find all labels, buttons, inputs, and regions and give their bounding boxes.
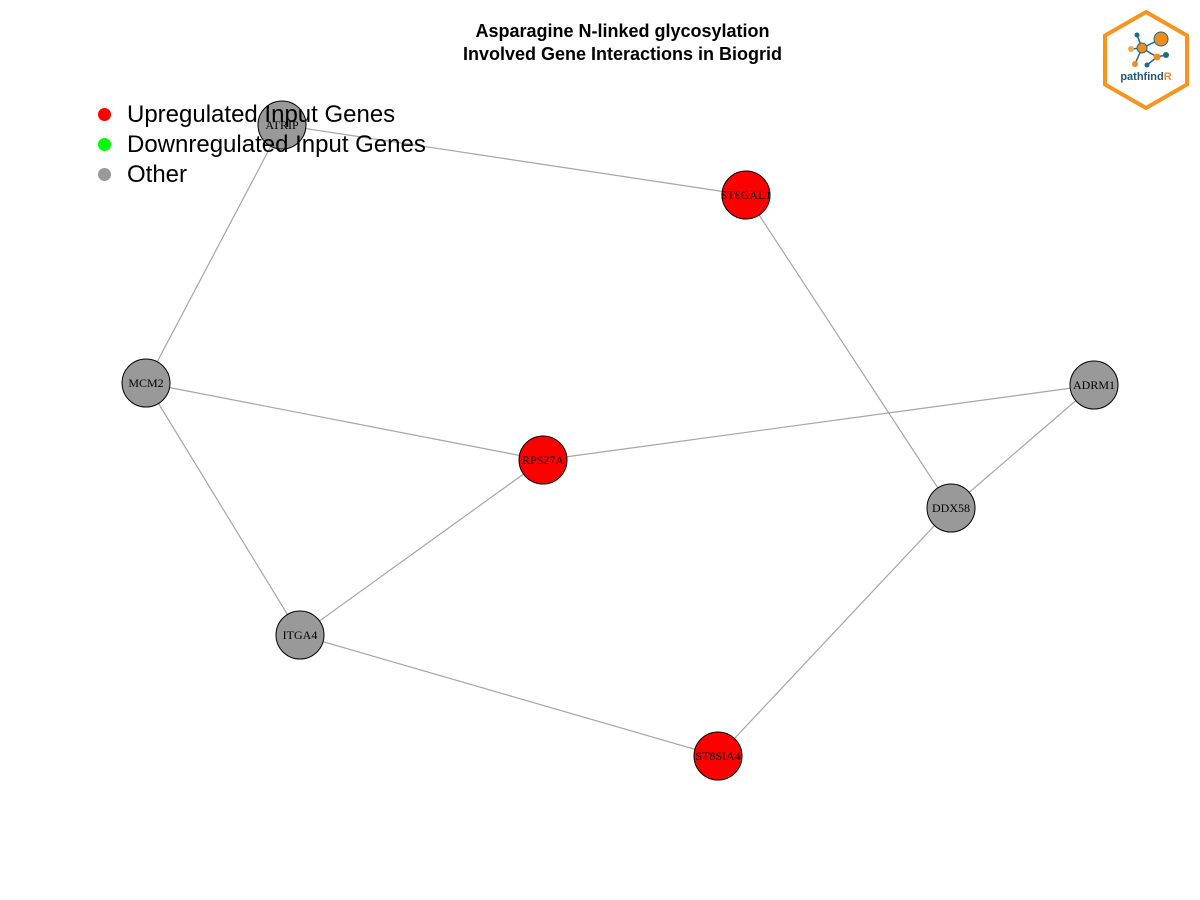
node-label-mcm2: MCM2 (128, 376, 163, 390)
node-circle-adrm1 (1069, 360, 1119, 410)
edge-mcm2-rps27a (145, 382, 544, 461)
legend-item-downregulated: Downregulated Input Genes (96, 130, 426, 160)
edges-layer (145, 124, 1095, 757)
legend-dot-downregulated (98, 138, 111, 151)
edge-rps27a-itga4 (299, 459, 544, 636)
edge-adrm1-ddx58 (950, 384, 1095, 509)
node-ddx58: DDX58 (926, 483, 976, 533)
node-rps27a: RPS27A (518, 435, 568, 485)
pathfindr-logo: pathfindR (1101, 9, 1191, 111)
node-label-st8sia4: ST8SIA4 (695, 749, 740, 763)
title-line-1: Asparagine N-linked glycosylation (475, 21, 770, 41)
legend-item-upregulated: Upregulated Input Genes (96, 100, 426, 130)
node-adrm1: ADRM1 (1069, 360, 1119, 410)
legend-label-other: Other (127, 161, 188, 188)
legend-label-upregulated: Upregulated Input Genes (127, 101, 396, 128)
legend-dot-upregulated (98, 108, 111, 121)
node-label-atrip: ATRIP (265, 118, 299, 132)
node-label-rps27a: RPS27A (522, 453, 564, 467)
node-circle-atrip (257, 100, 307, 150)
logo-wordmark: pathfindR (1101, 71, 1191, 83)
edge-atrip-mcm2 (145, 124, 283, 384)
edge-atrip-st6gal1 (281, 124, 747, 196)
node-label-st6gal1: ST6GAL1 (721, 188, 772, 202)
node-label-itga4: ITGA4 (283, 628, 318, 642)
node-circle-ddx58 (926, 483, 976, 533)
node-st6gal1: ST6GAL1 (721, 170, 772, 220)
edge-st6gal1-ddx58 (745, 194, 952, 509)
node-mcm2: MCM2 (121, 358, 171, 408)
legend-dot-other (98, 168, 111, 181)
node-itga4: ITGA4 (275, 610, 325, 660)
logo-hexagon-icon (1103, 9, 1189, 111)
node-circle-rps27a (518, 435, 568, 485)
node-circle-st8sia4 (693, 731, 743, 781)
node-circle-itga4 (275, 610, 325, 660)
chart-title: Asparagine N-linked glycosylation Involv… (0, 20, 1200, 66)
node-label-adrm1: ADRM1 (1073, 378, 1115, 392)
edge-itga4-st8sia4 (299, 634, 719, 757)
legend-item-other: Other (96, 160, 426, 190)
legend-label-downregulated: Downregulated Input Genes (127, 131, 426, 158)
node-atrip: ATRIP (257, 100, 307, 150)
title-line-2: Involved Gene Interactions in Biogrid (462, 44, 783, 64)
edge-ddx58-st8sia4 (717, 507, 952, 757)
node-label-ddx58: DDX58 (932, 501, 970, 515)
logo-text-main: pathfind (1120, 71, 1164, 83)
edge-rps27a-adrm1 (542, 384, 1095, 461)
legend: Upregulated Input Genes Downregulated In… (96, 100, 426, 190)
node-circle-mcm2 (121, 358, 171, 408)
node-st8sia4: ST8SIA4 (693, 731, 743, 781)
logo-text-accent: R (1163, 71, 1172, 83)
edge-mcm2-itga4 (145, 382, 301, 636)
node-circle-st6gal1 (721, 170, 771, 220)
